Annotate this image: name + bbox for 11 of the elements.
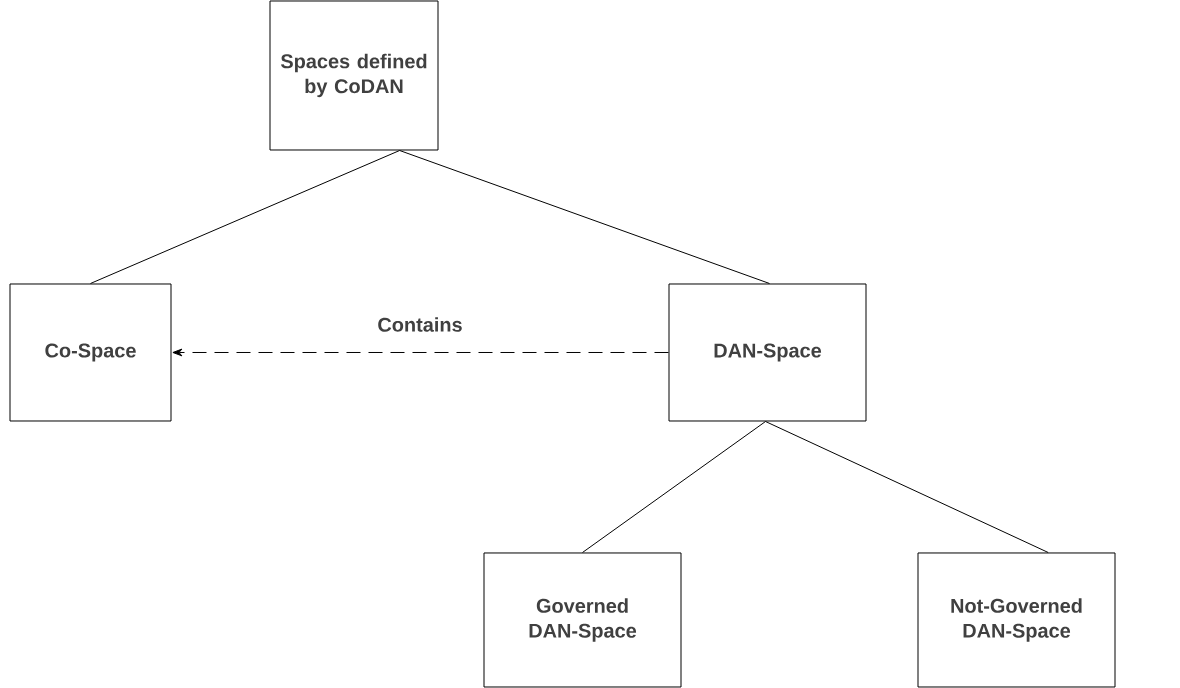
edge-label: Contains [375,315,465,334]
box: Governed DAN-Space [483,552,682,688]
connector [172,348,669,357]
box: Co-Space [9,283,172,422]
box: DAN-Space [668,283,867,422]
box: Not-Governed DAN-Space [917,552,1116,688]
connector [90,150,401,284]
connector [582,421,767,553]
box: Spaces defined by CoDAN [269,0,439,151]
connector [399,150,770,284]
connector [765,421,1049,553]
